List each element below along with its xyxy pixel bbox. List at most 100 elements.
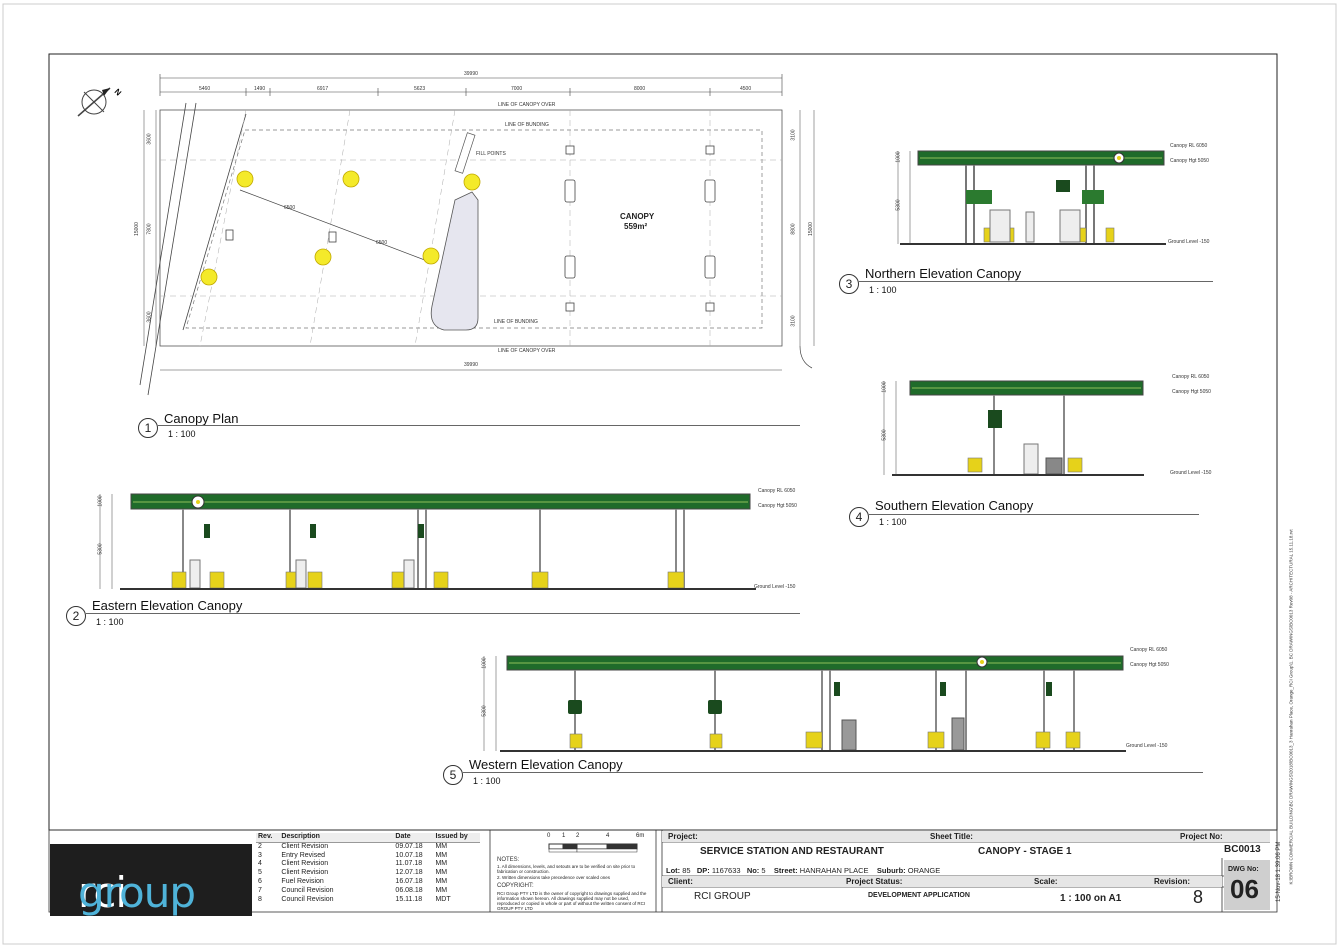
plan-dim: 1490 [254,86,266,92]
plan-total-dim-bottom: 39990 [464,362,478,368]
western-h1000: 1000 [481,657,488,669]
rev-header: Date [393,833,434,843]
sheet-title-label: Sheet Title: [930,832,973,841]
view-title-underline [869,514,1199,515]
note-2: 2. Written dimensions take precedence ov… [497,875,610,880]
print-date-stamp: 15-Nov-18 1:39:06 PM [1276,841,1282,902]
southern-canopy-hgt: Canopy Hgt 5050 [1172,389,1211,395]
western-canopy-rl: Canopy RL 6050 [1130,647,1168,653]
side-dim-right: 3100 [790,315,797,327]
island-dim-b: 6500 [376,240,388,246]
southern-elevation-drawing [883,380,1144,476]
lot-line: Lot: 85 DP: 1167633 No: 5 Street: HANRAH… [666,866,941,875]
rev-header: Description [279,833,394,843]
client-name: RCI GROUP [694,891,751,902]
plan-total-dim-top: 39990 [464,71,478,77]
copyright-text: RCI Group PTY LTD is the owner of copyri… [497,891,647,911]
sheet-title: CANOPY - STAGE 1 [978,846,1072,857]
view-title-eastern-elevation: Eastern Elevation Canopy [92,598,243,613]
eastern-canopy-hgt: Canopy Hgt 5050 [758,503,797,509]
western-h5300: 5300 [481,705,488,717]
project-number: BC0013 [1224,844,1261,855]
view-scale: 1 : 100 [96,617,124,627]
line-of-bunding-top: LINE OF BUNDING [505,122,549,128]
note-1: 1. All dimensions, levels, and setouts a… [497,864,636,874]
scale-label: 1 [562,833,566,839]
plan-dim: 5623 [414,86,426,92]
line-of-canopy-over-bottom: LINE OF CANOPY OVER [498,348,556,354]
view-scale: 1 : 100 [168,429,196,439]
view-scale: 1 : 100 [869,285,897,295]
northern-ground: Ground Level -150 [1168,239,1210,245]
southern-ground: Ground Level -150 [1170,470,1212,476]
scale-label: 6m [636,833,645,839]
side-dim-left: 3600 [146,133,153,145]
northern-elevation-drawing [897,150,1166,245]
island-dim-a: 6500 [284,205,296,211]
view-title-canopy-plan: Canopy Plan [164,411,239,426]
view-title-underline [859,281,1213,282]
dwg-number: 06 [1230,874,1259,904]
side-dim-left: 7800 [146,223,153,235]
southern-canopy-rl: Canopy RL 6050 [1172,374,1210,380]
view-title-western-elevation: Western Elevation Canopy [469,757,623,772]
side-dim-right: 3100 [790,129,797,141]
northern-canopy-rl: Canopy RL 6050 [1170,143,1208,149]
canopy-plan-drawing [139,74,815,396]
view-title-southern-elevation: Southern Elevation Canopy [875,498,1034,513]
project-no-label: Project No: [1180,832,1223,841]
view-title-northern-elevation: Northern Elevation Canopy [865,266,1022,281]
western-elevation-drawing [483,655,1126,752]
revision-label: Revision: [1154,877,1191,886]
file-path-text: K:\BROWN COMMERCIAL BUILDING\BC DRAWINGS… [1288,529,1294,885]
fill-points-label: FILL POINTS [476,151,506,157]
line-of-canopy-over-top: LINE OF CANOPY OVER [498,102,556,108]
rev-header: Rev. [256,833,280,843]
project-name: SERVICE STATION AND RESTAURANT [700,846,884,857]
northern-h1000: 1000 [895,151,902,163]
view-number: 3 [839,274,859,294]
rev-header: Issued by [433,833,480,843]
eastern-h5300: 5300 [97,543,104,555]
side-total-right: 15000 [807,222,814,236]
copyright-title: COPYRIGHT: [497,883,534,889]
plan-dim: 8000 [634,86,646,92]
line-of-bunding-bottom: LINE OF BUNDING [494,319,538,325]
scale-label: 2 [576,833,580,839]
svg-text:N: N [113,87,124,98]
revision-number: 8 [1193,887,1204,907]
status-label: Project Status: [846,877,903,886]
eastern-canopy-rl: Canopy RL 6050 [758,488,796,494]
project-status: DEVELOPMENT APPLICATION [868,892,970,899]
eastern-ground: Ground Level -150 [754,584,796,590]
southern-h5300: 5300 [881,429,888,441]
plan-dim: 7000 [511,86,523,92]
side-dim-right: 8800 [790,223,797,235]
plan-dim: 6917 [317,86,329,92]
northern-canopy-hgt: Canopy Hgt 5050 [1170,158,1209,164]
view-number: 1 [138,418,158,438]
north-arrow-icon: N [77,87,124,117]
view-title-underline [463,772,1203,773]
scale-label: 4 [606,833,610,839]
plan-dim: 5460 [199,86,211,92]
eastern-h1000: 1000 [97,495,104,507]
eastern-elevation-drawing [99,493,756,590]
view-scale: 1 : 100 [879,517,907,527]
project-label: Project: [668,832,698,841]
view-scale: 1 : 100 [473,776,501,786]
view-title-underline [158,425,800,426]
client-label: Client: [668,877,693,886]
scale-label: Scale: [1034,877,1058,886]
view-number: 5 [443,765,463,785]
drawing-scale: 1 : 100 on A1 [1060,893,1122,904]
